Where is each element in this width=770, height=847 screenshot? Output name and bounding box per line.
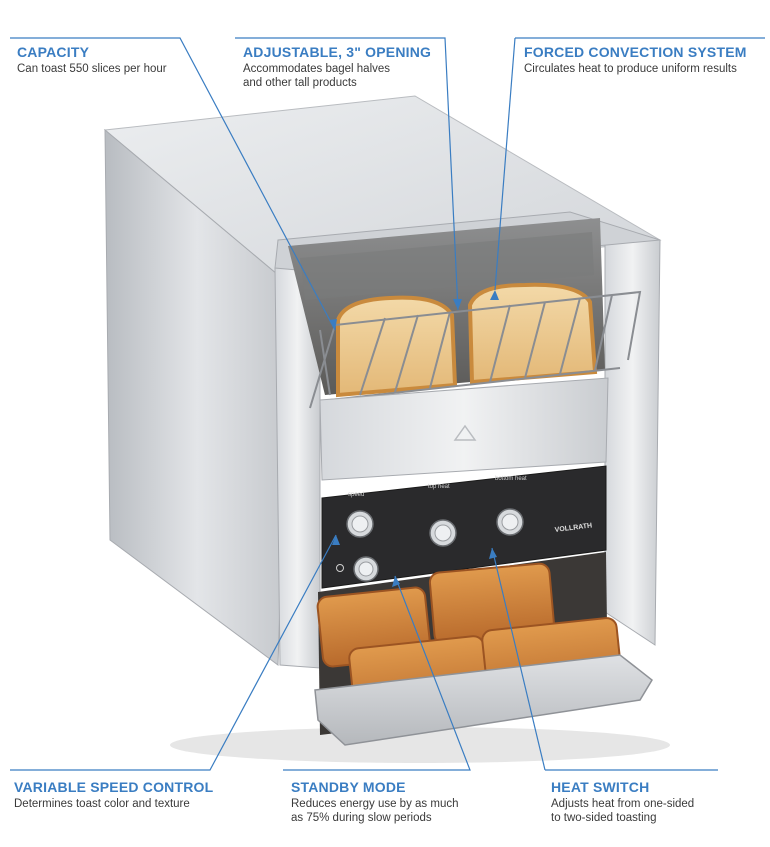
callout-heat: HEAT SWITCH Adjusts heat from one-sided …	[551, 779, 694, 825]
power-icon	[336, 564, 344, 572]
callout-convection-text: Circulates heat to produce uniform resul…	[524, 63, 737, 75]
callout-opening-text-2: and other tall products	[243, 77, 357, 89]
callout-lines	[10, 37, 765, 771]
wire-rack	[309, 290, 642, 409]
callout-heat-text-1: Adjusts heat from one-sided	[551, 798, 695, 810]
callout-capacity-text: Can toast 550 slices per hour	[17, 63, 167, 75]
speed-knob[interactable]	[346, 510, 374, 538]
callout-capacity-title: CAPACITY	[17, 44, 90, 60]
control-panel	[321, 465, 607, 589]
callout-opening-text-1: Accommodates bagel halves	[243, 63, 391, 75]
callout-heat-title: HEAT SWITCH	[551, 779, 650, 795]
top-heat-knob[interactable]	[429, 519, 457, 547]
callout-standby-text-2: as 75% during slow periods	[291, 812, 432, 824]
callout-capacity: CAPACITY Can toast 550 slices per hour	[17, 44, 167, 76]
callout-standby: STANDBY MODE Reduces energy use by as mu…	[291, 779, 458, 825]
callout-opening: ADJUSTABLE, 3" OPENING Accommodates bage…	[243, 44, 431, 90]
knob1-label: speed	[348, 492, 364, 498]
callout-standby-title: STANDBY MODE	[291, 779, 406, 795]
callout-speed-text: Determines toast color and texture	[14, 798, 190, 810]
output-tray	[314, 654, 653, 746]
bread-left	[336, 295, 458, 398]
floor-shadow	[170, 727, 670, 763]
standby-knob[interactable]	[353, 556, 379, 582]
callout-arrowheads	[329, 290, 499, 587]
callout-heat-text-2: to two-sided toasting	[551, 812, 657, 824]
callout-standby-text-1: Reduces energy use by as much	[291, 798, 459, 810]
callout-convection: FORCED CONVECTION SYSTEM Circulates heat…	[524, 44, 747, 76]
callout-speed-title: VARIABLE SPEED CONTROL	[14, 779, 214, 795]
front-pillar-right	[604, 239, 661, 646]
knob3-label: bottom heat	[495, 476, 527, 482]
knob2-label: top heat	[428, 484, 450, 490]
callout-speed: VARIABLE SPEED CONTROL Determines toast …	[14, 779, 213, 811]
brand-label: VOLLRATH	[554, 522, 592, 534]
brand-triangle	[453, 424, 477, 441]
callout-convection-title: FORCED CONVECTION SYSTEM	[524, 44, 747, 60]
bottom-heat-knob[interactable]	[496, 508, 524, 536]
callout-opening-title: ADJUSTABLE, 3" OPENING	[243, 44, 432, 60]
middle-plate	[319, 377, 609, 481]
toaster-side	[104, 128, 291, 666]
